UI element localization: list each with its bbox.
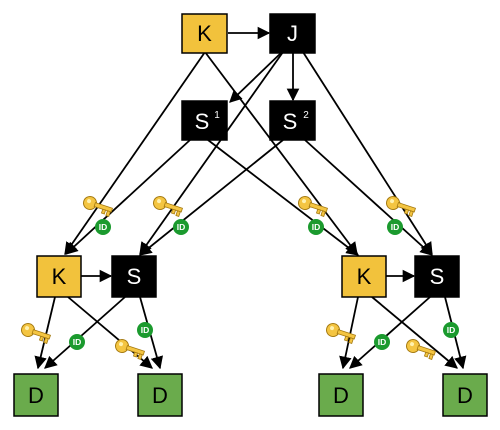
edge-ktop-kright (204, 51, 358, 256)
node-k-left-label: K (52, 264, 67, 289)
edge-s2-sleft (139, 139, 284, 256)
node-k-right: K (341, 255, 387, 298)
edge-s1-kright (207, 139, 359, 256)
id-badge: ID (95, 219, 111, 235)
id-badge: ID (387, 219, 403, 235)
key-icon (113, 337, 147, 361)
key-icon (404, 337, 438, 361)
edges (34, 26, 467, 370)
svg-text:ID: ID (447, 325, 456, 335)
edge-s1-kleft (65, 139, 191, 255)
node-d1: D (13, 373, 59, 417)
edge-s2-sright (304, 139, 433, 256)
node-k-right-label: K (357, 264, 372, 289)
node-s1-superscript: 1 (214, 110, 220, 121)
svg-text:ID: ID (177, 222, 186, 232)
node-s-left-label: S (127, 264, 142, 289)
node-d3-label: D (333, 383, 349, 408)
key-icon (384, 194, 418, 218)
node-s2: S 2 (269, 100, 316, 141)
key-icon (296, 194, 330, 218)
node-s-right: S (414, 255, 460, 298)
node-s2-label: S (283, 109, 298, 134)
key-icon (81, 194, 115, 218)
nodes: K J S 1 S 2 K S K S (13, 13, 488, 417)
edge-kleft-d1 (34, 296, 56, 370)
id-badges: ID ID ID ID ID ID ID ID (69, 219, 459, 350)
edge-j-sright (302, 51, 433, 256)
edge-sright-d3 (349, 296, 431, 369)
node-d2-label: D (152, 383, 168, 408)
node-d1-label: D (28, 383, 44, 408)
svg-text:ID: ID (141, 325, 150, 335)
id-badge: ID (308, 219, 324, 235)
node-s1: S 1 (181, 100, 228, 141)
node-s-right-label: S (430, 264, 445, 289)
node-j: J (269, 13, 316, 54)
node-d4: D (442, 373, 488, 417)
svg-text:ID: ID (73, 337, 82, 347)
edge-sleft-d1 (44, 296, 126, 369)
id-badge: ID (137, 322, 153, 338)
svg-text:ID: ID (99, 222, 108, 232)
svg-text:ID: ID (378, 337, 387, 347)
node-d3: D (318, 373, 364, 417)
svg-text:ID: ID (312, 222, 321, 232)
node-k-top: K (181, 13, 228, 54)
edge-kright-d3 (339, 296, 359, 370)
id-badge: ID (443, 322, 459, 338)
node-s2-superscript: 2 (303, 110, 309, 121)
id-badge: ID (173, 219, 189, 235)
edge-j-sleft (139, 51, 284, 256)
edge-j-s1 (229, 51, 283, 103)
node-s-left: S (111, 255, 157, 298)
id-badge: ID (69, 334, 85, 350)
node-k-top-label: K (197, 21, 212, 46)
svg-text:ID: ID (391, 222, 400, 232)
node-s1-label: S (195, 109, 210, 134)
edge-ktop-kleft (64, 51, 206, 256)
edge-kleft-d2 (67, 296, 153, 369)
node-d2: D (137, 373, 183, 417)
id-badge: ID (374, 334, 390, 350)
node-d4-label: D (457, 383, 473, 408)
node-k-left: K (36, 255, 82, 298)
node-j-label: J (287, 21, 298, 46)
edge-kright-d4 (371, 296, 458, 369)
